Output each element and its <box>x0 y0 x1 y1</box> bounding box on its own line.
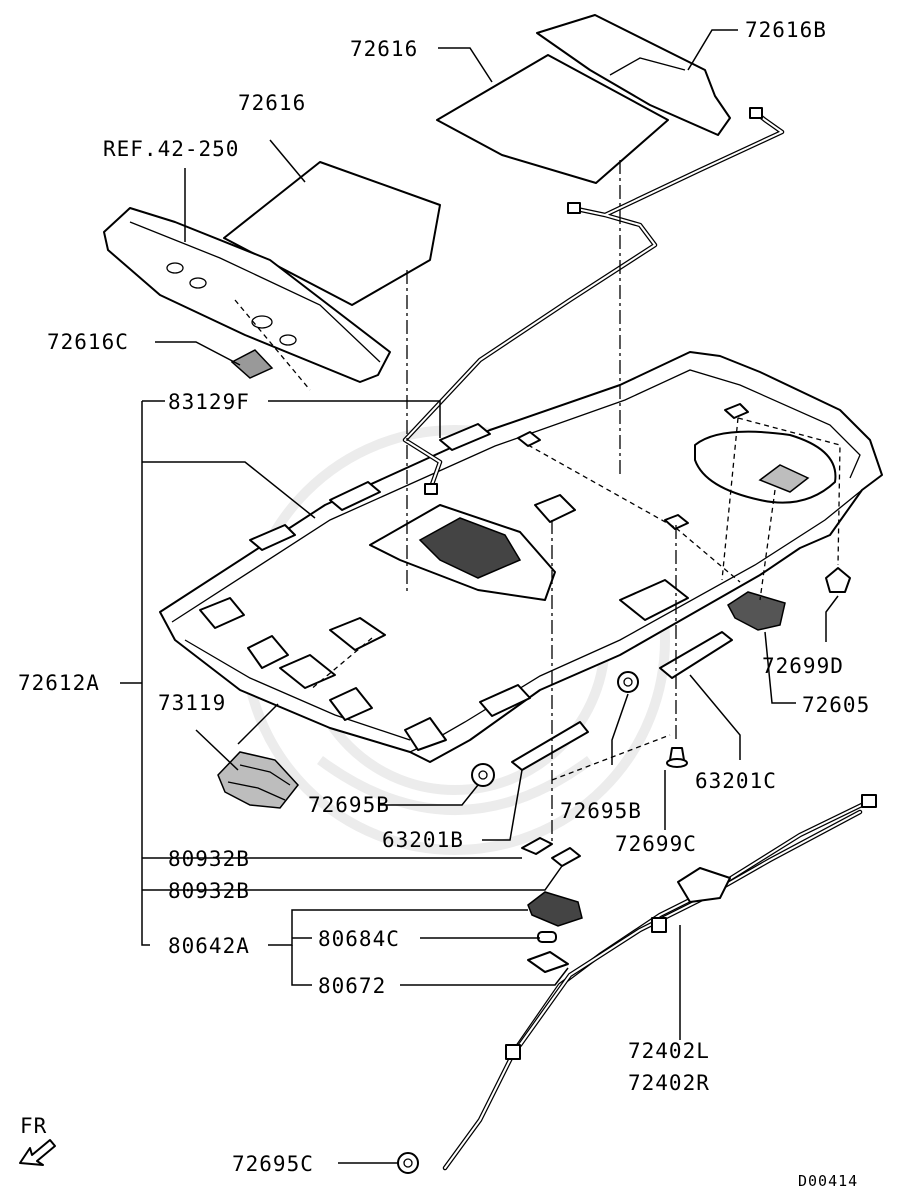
front-header-panel <box>103 207 391 383</box>
headlining-panel <box>159 351 883 763</box>
label-72616-left: 72616 <box>238 91 306 115</box>
bracket-80932B-b <box>551 847 581 867</box>
bulb-80684C <box>537 931 557 943</box>
dome-lamp-72605 <box>727 591 786 631</box>
label-63201C: 63201C <box>695 769 777 793</box>
label-72612A: 72612A <box>18 671 100 695</box>
wire-harness <box>402 107 785 495</box>
pad-72616C <box>230 349 274 379</box>
diagram-code: D00414 <box>798 1172 858 1187</box>
label-80684C: 80684C <box>318 927 400 951</box>
label-72402L: 72402L <box>628 1039 710 1063</box>
label-72699D: 72699D <box>762 654 844 678</box>
label-72695B-left: 72695B <box>308 793 390 817</box>
front-direction-arrow-icon <box>19 1139 56 1166</box>
grip-63201C <box>659 631 733 679</box>
label-63201B: 63201B <box>382 828 464 852</box>
label-73119: 73119 <box>158 691 226 715</box>
insulator-pad-top <box>436 54 669 184</box>
label-80672: 80672 <box>318 974 386 998</box>
label-80932B-b: 80932B <box>168 879 250 903</box>
front-marker-label: FR <box>20 1114 47 1138</box>
grip-63201B <box>511 721 589 771</box>
lamp-80642A <box>527 891 583 927</box>
label-72402R: 72402R <box>628 1071 710 1095</box>
label-80642A: 80642A <box>168 934 250 958</box>
insulator-pad-rear <box>536 14 731 136</box>
label-80932B-a: 80932B <box>168 847 250 871</box>
label-72616B: 72616B <box>745 18 827 42</box>
label-ref-42-250: REF.42-250 <box>103 137 239 161</box>
label-72616-top: 72616 <box>350 37 418 61</box>
label-72695B-right: 72695B <box>560 799 642 823</box>
label-72695C: 72695C <box>232 1152 314 1176</box>
clip-72695C <box>397 1152 419 1174</box>
clip-72695B-right <box>617 671 639 693</box>
label-72605: 72605 <box>802 693 870 717</box>
label-83129F: 83129F <box>168 390 250 414</box>
clip-72699C <box>666 747 688 768</box>
insulator-pad-left <box>223 161 441 306</box>
lens-80672 <box>527 951 569 973</box>
part-labels: 72616 72616B 72616 REF.42-250 72616C 831… <box>18 18 870 1187</box>
sunvisor-assembly <box>217 751 299 809</box>
clip-72695B-left <box>471 763 495 787</box>
label-72616C: 72616C <box>47 330 129 354</box>
leader-lines <box>120 29 839 1164</box>
label-72699C: 72699C <box>615 832 697 856</box>
clip-72699D <box>825 567 851 593</box>
bracket-80932B-a <box>521 837 553 855</box>
curtain-airbag <box>442 794 877 1171</box>
alignment-lines <box>234 160 841 842</box>
